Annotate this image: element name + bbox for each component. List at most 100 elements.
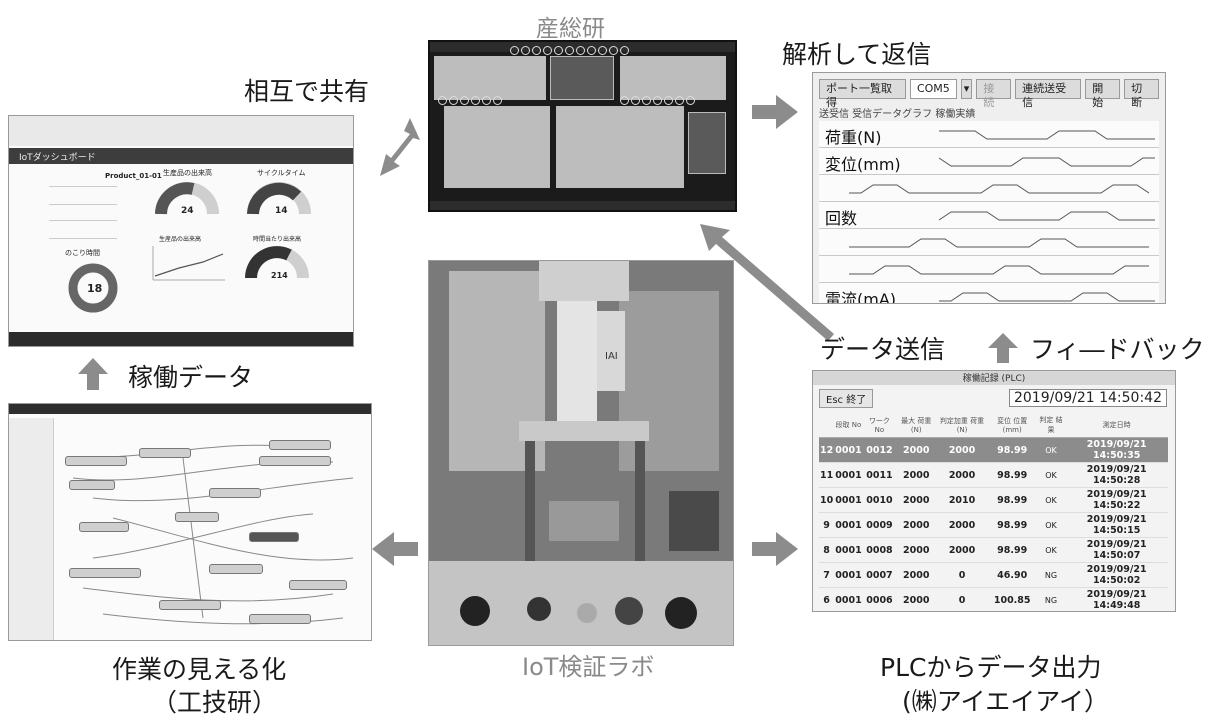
plc-cell: 0011 [862,462,897,488]
plc-cell: 0 [936,562,988,588]
node-palette [9,418,54,640]
aist-pane [550,56,614,100]
plc-column-header[interactable]: 判定加重 荷重(N) [936,413,988,438]
plc-window-title: 稼働記録 (PLC) [813,371,1175,385]
plc-column-header[interactable]: 変位 位置(mm) [987,413,1037,438]
flow-node[interactable] [259,456,331,466]
start-button[interactable]: 開始 [1085,79,1121,109]
gauge2-value: 14 [275,206,288,216]
signal-row-label: 変位(mm) [825,155,901,174]
plc-cell: 2000 [896,587,937,611]
signal-row-label: 荷重(N) [825,128,882,147]
flow-node[interactable] [175,512,219,522]
plc-cell: 0009 [862,512,897,538]
plc-cell: 0001 [834,437,863,463]
flow-node[interactable] [159,600,221,610]
flow-node[interactable] [79,522,129,532]
gauge-hourly-output [245,246,309,279]
plc-cell: 98.99 [987,462,1037,488]
plc-column-header[interactable]: 判定 結果 [1036,413,1066,438]
signal-tabs[interactable]: 送受信 受信データグラフ 稼働実績 [819,109,976,120]
signal-trace [938,157,1155,167]
port-list-button[interactable]: ポート一覧取得 [819,79,906,109]
signal-trace [849,265,1149,275]
connect-button[interactable]: 接続 [976,79,1012,109]
flow-node[interactable] [209,488,261,498]
signal-toolbar: ポート一覧取得 COM5 ▾ 接続 連続送受信 開始 切断 [819,79,1159,109]
flow-node[interactable] [69,480,115,490]
flow-node[interactable] [139,448,191,458]
flow-node[interactable] [249,532,299,542]
data-send-label: データ送信 [820,335,946,364]
node-red-header [9,404,371,414]
plc-cell: 98.99 [987,487,1037,513]
plc-cell: 0001 [834,537,863,563]
continuous-send-button[interactable]: 連続送受信 [1015,79,1082,109]
aist-status-dots [438,96,502,105]
browser-chrome [9,116,353,146]
esc-close-button[interactable]: Esc 終了 [819,389,874,408]
flow-node[interactable] [65,456,127,466]
plc-cell: 2000 [936,462,988,488]
signal-row: 電流(mA) [819,283,1159,304]
lab-press-machine-image: IAI [429,261,733,645]
aist-status-dots [510,46,629,55]
plc-cell: 2000 [936,512,988,538]
flow-node[interactable] [209,564,263,574]
signal-trace [849,238,1149,248]
flow-node[interactable] [269,440,331,450]
plc-timestamp: 2019/09/21 14:50:42 [1008,389,1167,407]
plc-cell: 0001 [834,562,863,588]
signal-row-label: 電流(mA) [825,290,897,304]
plc-cell: 2000 [936,537,988,563]
com-port-dropdown-icon[interactable]: ▾ [960,79,973,99]
plc-output-label: PLCからデータ出力 [880,653,1102,682]
plc-cell: 0001 [834,512,863,538]
plc-cell: 0 [936,587,988,611]
windows-taskbar [9,332,353,346]
plc-column-header[interactable]: ワーク No [862,413,897,438]
brand-text: IAI [605,351,618,362]
plc-company-label: (㈱アイエイアイ） [902,687,1110,716]
flow-node[interactable] [249,614,311,624]
plc-cell: NG [1036,587,1066,611]
com-port-select[interactable]: COM5 [909,79,957,99]
plc-column-header[interactable] [819,413,835,438]
analyze-reply-label: 解析して返信 [782,40,932,69]
donut-value: 18 [87,282,103,295]
plc-cell: 2000 [896,437,937,463]
remaining-time-donut [68,263,118,313]
plc-cell: 2019/09/21 14:50:22 [1065,487,1168,513]
plc-cell: 8 [819,537,835,563]
plc-cell: 2019/09/21 14:50:35 [1065,437,1168,463]
arrow-data-send-diagonal [700,224,834,341]
plc-cell: 2010 [936,487,988,513]
signal-trace [938,211,1155,221]
plc-column-header[interactable]: 段取 No [834,413,863,438]
dashboard-header: IoTダッシュボード [9,148,353,164]
plc-cell: 11 [819,462,835,488]
plc-column-header[interactable]: 測定日時 [1065,413,1168,438]
plc-cell: 98.99 [987,437,1037,463]
signal-row [819,229,1159,256]
flow-node[interactable] [69,568,141,578]
aist-monitor-screenshot [428,40,737,212]
signal-row: 荷重(N) [819,121,1159,148]
plc-column-header[interactable]: 最大 荷重(N) [896,413,937,438]
plc-cell: 2000 [896,462,937,488]
plc-record-screenshot: 稼働記録 (PLC) Esc 終了 2019/09/21 14:50:42 段取… [812,370,1176,612]
disconnect-button[interactable]: 切断 [1124,79,1159,109]
gauge1-value: 24 [181,206,194,216]
plc-cell: OK [1036,487,1066,513]
plc-cell: 100.85 [987,587,1037,611]
flow-node[interactable] [289,580,347,590]
aist-pane [620,56,726,100]
